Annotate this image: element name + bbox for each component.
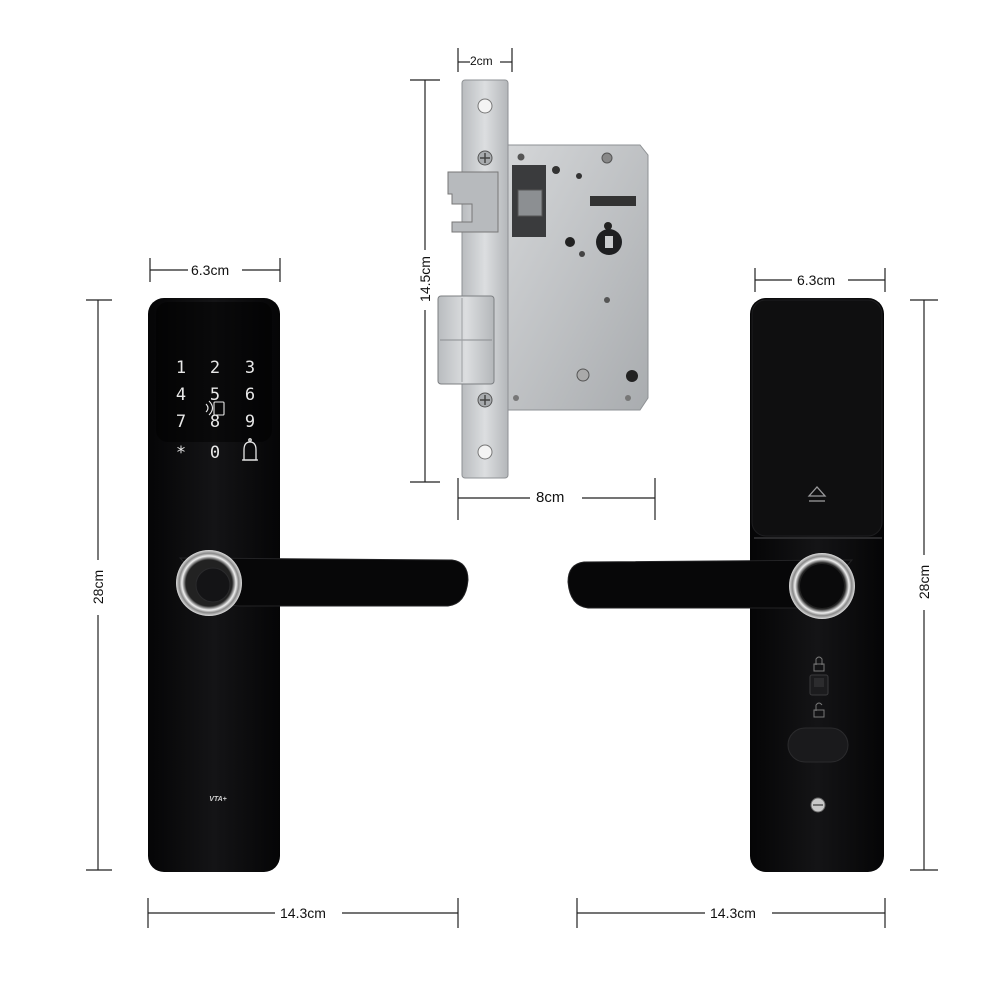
back-width-label: 6.3cm (797, 272, 836, 288)
deadbolt-slot (590, 196, 636, 206)
mortise-lock (437, 79, 649, 479)
back-lock (567, 298, 884, 872)
keypad: 1 2 3 4 5 6 7 8 9 * 0 (176, 358, 255, 463)
mortise-width-label: 2cm (470, 54, 493, 68)
brand-logo: VTA+ (209, 796, 227, 803)
keypad-key-star[interactable]: * (176, 443, 186, 463)
front-height-label: 28cm (90, 567, 106, 607)
back-span-label: 14.3cm (710, 905, 756, 921)
faceplate-screw-hole-top (477, 98, 493, 114)
keypad-key-6[interactable]: 6 (245, 385, 255, 405)
front-span-label: 14.3cm (280, 905, 326, 921)
thumb-turn-knob (787, 727, 849, 763)
keypad-key-9[interactable]: 9 (245, 412, 255, 432)
faceplate-screw-hole-bottom (477, 444, 493, 460)
bell-icon (242, 438, 258, 461)
keypad-key-2[interactable]: 2 (210, 358, 220, 378)
keypad-key-0[interactable]: 0 (210, 443, 220, 463)
keypad-key-3[interactable]: 3 (245, 358, 255, 378)
keypad-key-5[interactable]: 5 (210, 385, 220, 405)
mortise-depth-label: 8cm (536, 489, 565, 506)
back-height-label: 28cm (916, 562, 932, 602)
keypad-key-7[interactable]: 7 (176, 412, 186, 432)
keypad-key-1[interactable]: 1 (176, 358, 186, 378)
battery-cover (751, 299, 883, 537)
latch-tongue (447, 171, 499, 233)
fingerprint-sensor-icon (195, 567, 231, 603)
privacy-switch (809, 656, 829, 718)
eject-icon (807, 486, 827, 502)
front-lock (148, 298, 469, 872)
keypad-key-4[interactable]: 4 (176, 385, 186, 405)
front-width-label: 6.3cm (191, 262, 230, 278)
card-reader-icon (205, 400, 225, 416)
keypad-key-8[interactable]: 8 (210, 412, 220, 432)
dimension-lines (86, 48, 938, 928)
mortise-height-label: 14.5cm (417, 254, 433, 304)
mortise-faceplate (461, 79, 509, 479)
